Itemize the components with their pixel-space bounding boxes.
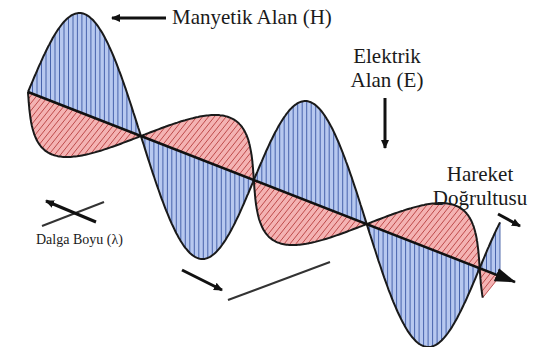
direction-label: Hareket Doğrultusu [424, 162, 536, 210]
magnetic-wave-outline [28, 13, 500, 347]
magnetic-wave-hatch [28, 13, 500, 347]
leader-arrow [46, 201, 96, 222]
wave-lobes [28, 13, 500, 347]
magnetic-wave-fill [28, 13, 500, 347]
field-label: Elektrik Alan (E) [338, 44, 436, 92]
wavelength-label: Dalga Boyu (λ) [36, 232, 186, 248]
leader-arrow [498, 214, 520, 226]
wavelength-marker [42, 202, 104, 226]
wavelength-marker [228, 262, 330, 300]
field-label: Manyetik Alan (H) [172, 5, 402, 29]
leader-arrow [182, 270, 222, 290]
leader-arrow [384, 98, 387, 148]
leader-arrow [112, 17, 166, 20]
